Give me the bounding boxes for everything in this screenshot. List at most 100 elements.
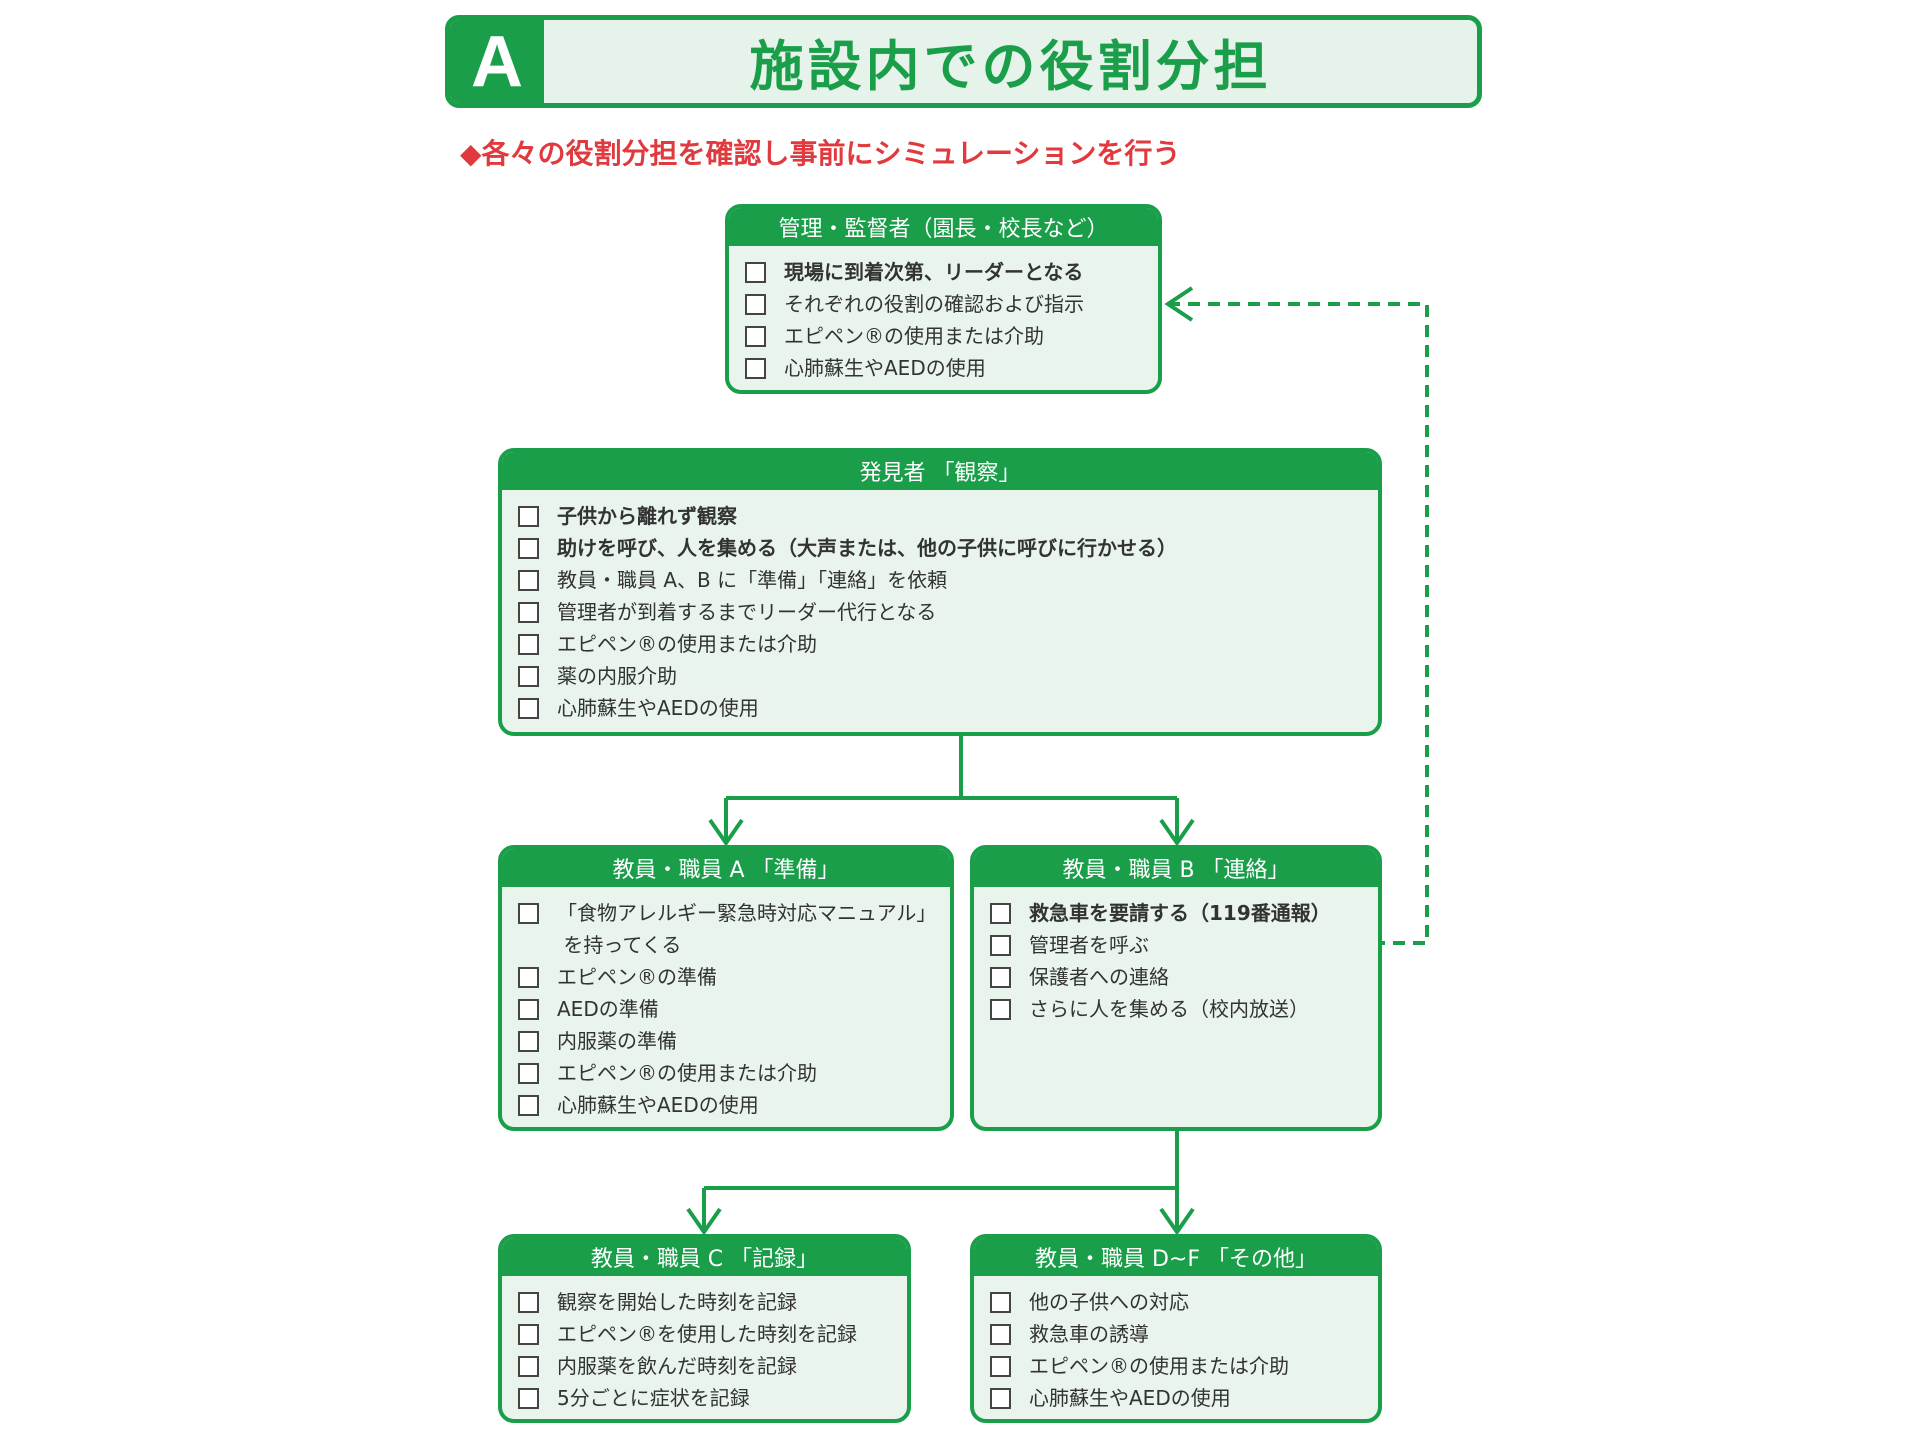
checklist-item: エピペン®の使用または介助 bbox=[990, 1350, 1378, 1382]
checklist-item-text: それぞれの役割の確認および指示 bbox=[784, 292, 1084, 316]
checkbox[interactable] bbox=[518, 698, 539, 719]
checklist: 「食物アレルギー緊急時対応マニュアル」 を持ってくるエピペン®の準備 AEDの準備… bbox=[502, 887, 950, 1121]
page-title: 施設内での役割分担 bbox=[749, 35, 1272, 98]
checkbox[interactable] bbox=[518, 1292, 539, 1313]
checkbox[interactable] bbox=[990, 903, 1011, 924]
checkbox[interactable] bbox=[745, 262, 766, 283]
checklist-item-text: 管理者を呼ぶ bbox=[1029, 933, 1149, 957]
checklist-item-text: 助けを呼び、人を集める（大声または、他の子供に呼びに行かせる） bbox=[557, 536, 1177, 560]
checklist-item-text: 現場に到着次第、リーダーとなる bbox=[784, 260, 1084, 284]
checkbox[interactable] bbox=[990, 1356, 1011, 1377]
checkbox[interactable] bbox=[518, 903, 539, 924]
checklist-item-text: 薬の内服介助 bbox=[557, 664, 677, 688]
checklist-item-text: 観察を開始した時刻を記録 bbox=[557, 1290, 797, 1314]
checkbox[interactable] bbox=[518, 999, 539, 1020]
box-staff-c: 教員・職員 C 「記録」 観察を開始した時刻を記録エピペン®を使用した時刻を記録… bbox=[498, 1234, 911, 1423]
checklist-item-text: 「食物アレルギー緊急時対応マニュアル」 を持ってくる bbox=[557, 901, 937, 957]
checklist-item-text: さらに人を集める（校内放送） bbox=[1029, 997, 1309, 1021]
checklist: 現場に到着次第、リーダーとなるそれぞれの役割の確認および指示エピペン®の使用また… bbox=[729, 246, 1158, 384]
arrowhead-manager bbox=[1164, 286, 1194, 322]
checklist-item: 子供から離れず観察 bbox=[518, 500, 1378, 532]
checklist-item: 救急車の誘導 bbox=[990, 1318, 1378, 1350]
checklist-item-text: エピペン®の使用または介助 bbox=[557, 632, 817, 656]
box-staff-a: 教員・職員 A 「準備」 「食物アレルギー緊急時対応マニュアル」 を持ってくるエ… bbox=[498, 845, 954, 1131]
section-letter: A bbox=[450, 20, 544, 103]
connector-discoverer-to-ab bbox=[724, 735, 1179, 843]
checklist-item-text: 心肺蘇生やAEDの使用 bbox=[557, 1093, 759, 1117]
checklist-item-text: 保護者への連絡 bbox=[1029, 965, 1169, 989]
checklist-item-text: 管理者が到着するまでリーダー代行となる bbox=[557, 600, 937, 624]
checklist-item: 観察を開始した時刻を記録 bbox=[518, 1286, 907, 1318]
arrowhead-a bbox=[708, 818, 744, 847]
checklist-item-text: 教員・職員 A、B に「準備」「連絡」を依頼 bbox=[557, 568, 948, 592]
checklist-item-text: 子供から離れず観察 bbox=[557, 504, 737, 528]
checklist-item-text: AEDの準備 bbox=[557, 997, 659, 1021]
checklist-item-text: エピペン®の使用または介助 bbox=[1029, 1354, 1289, 1378]
box-title: 発見者 「観察」 bbox=[502, 452, 1378, 490]
checkbox[interactable] bbox=[518, 666, 539, 687]
checklist: 子供から離れず観察助けを呼び、人を集める（大声または、他の子供に呼びに行かせる）… bbox=[502, 490, 1378, 724]
checklist-item-text: エピペン®の準備 bbox=[557, 965, 717, 989]
arrowhead-df bbox=[1159, 1207, 1195, 1236]
checklist-item-text: 心肺蘇生やAEDの使用 bbox=[784, 356, 986, 380]
checklist-item: 管理者を呼ぶ bbox=[990, 929, 1378, 961]
checkbox[interactable] bbox=[518, 538, 539, 559]
checklist-item: それぞれの役割の確認および指示 bbox=[745, 288, 1158, 320]
checkbox[interactable] bbox=[745, 326, 766, 347]
arrowhead-b bbox=[1159, 818, 1195, 847]
connector-b-to-cdf bbox=[702, 1131, 1179, 1232]
checkbox[interactable] bbox=[990, 935, 1011, 956]
checklist-item: 心肺蘇生やAEDの使用 bbox=[518, 692, 1378, 724]
checklist-item: 現場に到着次第、リーダーとなる bbox=[745, 256, 1158, 288]
checklist-item: 内服薬の準備 bbox=[518, 1025, 950, 1057]
checklist-item: 心肺蘇生やAEDの使用 bbox=[518, 1089, 950, 1121]
checkbox[interactable] bbox=[518, 1031, 539, 1052]
checkbox[interactable] bbox=[518, 967, 539, 988]
checklist-item: 管理者が到着するまでリーダー代行となる bbox=[518, 596, 1378, 628]
arrowhead-c bbox=[686, 1207, 722, 1236]
checklist-item: 教員・職員 A、B に「準備」「連絡」を依頼 bbox=[518, 564, 1378, 596]
checkbox[interactable] bbox=[990, 967, 1011, 988]
checkbox[interactable] bbox=[990, 1292, 1011, 1313]
box-title: 教員・職員 D~F 「その他」 bbox=[974, 1238, 1378, 1276]
checkbox[interactable] bbox=[518, 634, 539, 655]
checklist-item-text: 救急車を要請する（119番通報） bbox=[1029, 901, 1331, 925]
subtitle: ◆各々の役割分担を確認し事前にシミュレーションを行う bbox=[460, 137, 1181, 170]
box-discoverer: 発見者 「観察」 子供から離れず観察助けを呼び、人を集める（大声または、他の子供… bbox=[498, 448, 1382, 736]
checkbox[interactable] bbox=[518, 602, 539, 623]
checkbox[interactable] bbox=[990, 999, 1011, 1020]
checklist-item: エピペン®の使用または介助 bbox=[745, 320, 1158, 352]
checklist-item: エピペン®の使用または介助 bbox=[518, 1057, 950, 1089]
box-title: 教員・職員 C 「記録」 bbox=[502, 1238, 907, 1276]
checkbox[interactable] bbox=[518, 506, 539, 527]
checklist: 他の子供への対応救急車の誘導エピペン®の使用または介助心肺蘇生やAEDの使用 bbox=[974, 1276, 1378, 1414]
checkbox[interactable] bbox=[990, 1388, 1011, 1409]
checklist-item: 薬の内服介助 bbox=[518, 660, 1378, 692]
checklist-item-text: エピペン®を使用した時刻を記録 bbox=[557, 1322, 857, 1346]
checklist-item-text: 他の子供への対応 bbox=[1029, 1290, 1189, 1314]
checklist-item: 「食物アレルギー緊急時対応マニュアル」 を持ってくる bbox=[518, 897, 950, 961]
checkbox[interactable] bbox=[518, 1356, 539, 1377]
checkbox[interactable] bbox=[518, 1324, 539, 1345]
checkbox[interactable] bbox=[990, 1324, 1011, 1345]
box-title: 教員・職員 B 「連絡」 bbox=[974, 849, 1378, 887]
checklist: 観察を開始した時刻を記録エピペン®を使用した時刻を記録内服薬を飲んだ時刻を記録 5… bbox=[502, 1276, 907, 1414]
box-title: 管理・監督者（園長・校長など） bbox=[729, 208, 1158, 246]
checklist-item: 心肺蘇生やAEDの使用 bbox=[990, 1382, 1378, 1414]
checklist-item-text: 内服薬を飲んだ時刻を記録 bbox=[557, 1354, 797, 1378]
checklist-item: 救急車を要請する（119番通報） bbox=[990, 897, 1378, 929]
section-banner: A 施設内での役割分担 bbox=[445, 15, 1482, 108]
checkbox[interactable] bbox=[518, 570, 539, 591]
checklist-item-text: 心肺蘇生やAEDの使用 bbox=[557, 696, 759, 720]
checkbox[interactable] bbox=[518, 1095, 539, 1116]
checklist-item-text: 心肺蘇生やAEDの使用 bbox=[1029, 1386, 1231, 1410]
checkbox[interactable] bbox=[745, 294, 766, 315]
checklist-item-text: 救急車の誘導 bbox=[1029, 1322, 1149, 1346]
checklist-item-text: 5分ごとに症状を記録 bbox=[557, 1386, 750, 1410]
checklist-item: 内服薬を飲んだ時刻を記録 bbox=[518, 1350, 907, 1382]
checkbox[interactable] bbox=[745, 358, 766, 379]
checkbox[interactable] bbox=[518, 1388, 539, 1409]
box-manager: 管理・監督者（園長・校長など） 現場に到着次第、リーダーとなるそれぞれの役割の確… bbox=[725, 204, 1162, 394]
checkbox[interactable] bbox=[518, 1063, 539, 1084]
checklist-item: エピペン®の準備 bbox=[518, 961, 950, 993]
